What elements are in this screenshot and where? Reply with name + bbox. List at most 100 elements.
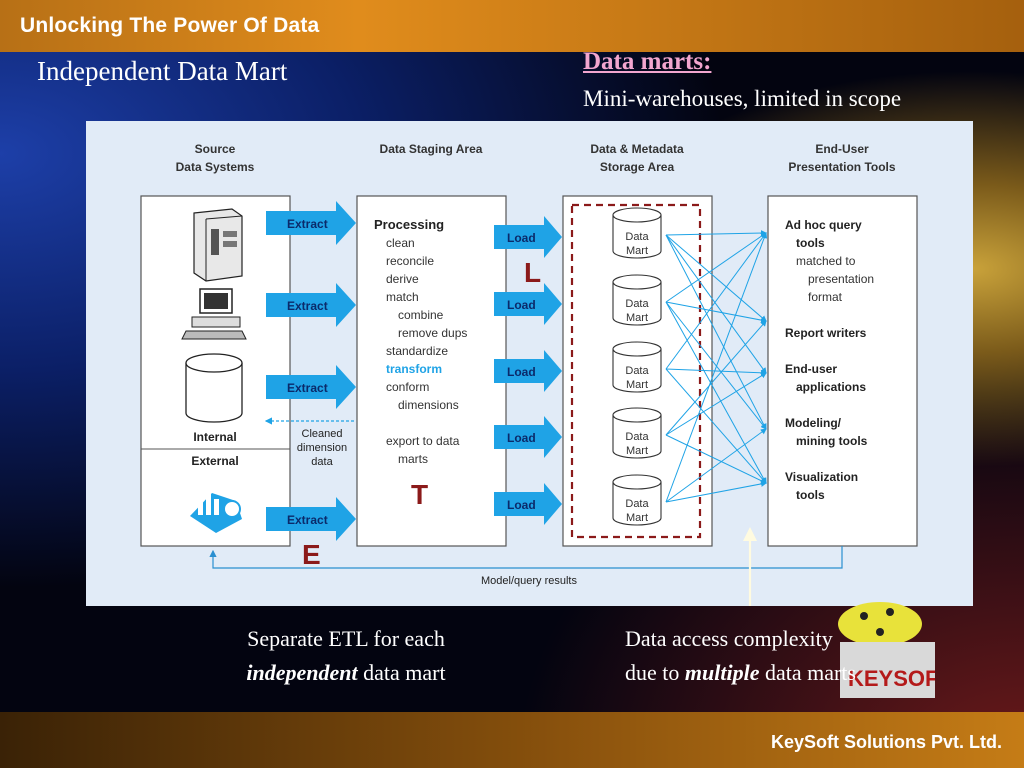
data-mart-2 <box>612 274 662 326</box>
etl-letter-e: E <box>302 539 321 570</box>
tool-modeling-1: Modeling/ <box>785 416 842 430</box>
header-bar: Unlocking The Power Of Data <box>0 0 1024 52</box>
proc-match: match <box>386 290 419 304</box>
col-tools-header-1: End-User <box>815 142 869 156</box>
caption-right: Data access complexity due to multiple d… <box>625 622 955 690</box>
load-arrow-2 <box>494 283 562 325</box>
desktop-computer-icon <box>181 288 247 340</box>
proc-standardize: standardize <box>386 344 448 358</box>
etl-letter-l: L <box>524 257 541 288</box>
mart-label-4b: Mart <box>626 445 648 457</box>
load-label-1: Load <box>507 231 536 245</box>
model-query-feedback-line <box>209 546 843 569</box>
load-arrow-5 <box>494 483 562 525</box>
caption-left: Separate ETL for each independent data m… <box>206 622 486 690</box>
caption-left-line2: independent data mart <box>206 656 486 690</box>
staging-area-box <box>356 195 507 547</box>
data-mart-1 <box>612 207 662 259</box>
proc-clean: clean <box>386 236 415 250</box>
mart-label-3b: Mart <box>626 379 648 391</box>
extract-arrow-4 <box>266 497 356 541</box>
data-marts-highlight <box>570 203 702 539</box>
tool-adhoc-3: matched to <box>796 254 856 268</box>
load-label-5: Load <box>507 498 536 512</box>
extract-label-1: Extract <box>287 217 328 231</box>
caption-left-emphasis: independent <box>246 660 358 685</box>
caption-left-rest: data mart <box>363 660 446 685</box>
load-label-4: Load <box>507 431 536 445</box>
slide-title: Independent Data Mart <box>37 56 288 86</box>
proc-remove-dups: remove dups <box>398 326 467 340</box>
data-mart-5 <box>612 474 662 526</box>
mart-label-5a: Data <box>625 498 649 510</box>
etl-letter-t: T <box>411 479 428 510</box>
processing-title: Processing <box>374 217 444 232</box>
extract-arrow-2 <box>266 283 356 327</box>
mart-label-5b: Mart <box>626 512 648 524</box>
proc-marts: marts <box>398 452 428 466</box>
load-label-2: Load <box>507 298 536 312</box>
footer-company: KeySoft Solutions Pvt. Ltd. <box>770 732 1002 752</box>
cleaned-label-2: dimension <box>297 442 347 454</box>
col-storage-header-2: Storage Area <box>600 160 675 174</box>
col-staging-header: Data Staging Area <box>380 142 483 156</box>
external-data-chart-icon <box>190 489 242 533</box>
extract-label-3: Extract <box>287 381 328 395</box>
cleaned-label-3: data <box>311 456 333 468</box>
load-arrow-3 <box>494 350 562 392</box>
caption-right-line2: due to multiple data marts <box>625 656 955 690</box>
tool-viz-2: tools <box>796 488 825 502</box>
load-arrow-1 <box>494 216 562 258</box>
col-source-header-1: Source <box>195 142 236 156</box>
data-mart-4 <box>612 407 662 459</box>
proc-derive: derive <box>386 272 419 286</box>
col-storage-header-1: Data & Metadata <box>590 142 684 156</box>
caption-right-pre: due to <box>625 660 680 685</box>
extract-arrow-3 <box>266 365 356 409</box>
mart-label-1b: Mart <box>626 245 648 257</box>
caption-right-emphasis: multiple <box>684 660 760 685</box>
tool-report-writers: Report writers <box>785 326 867 340</box>
caption-left-line1: Separate ETL for each <box>247 626 445 651</box>
mart-label-2a: Data <box>625 298 649 310</box>
etl-diagram: Source Data Systems Data Staging Area Da… <box>86 121 973 611</box>
proc-reconcile: reconcile <box>386 254 434 268</box>
data-mart-3 <box>612 341 662 393</box>
data-marts-heading: Data marts: <box>583 48 712 75</box>
tool-modeling-2: mining tools <box>796 434 868 448</box>
caption-right-line1: Data access complexity <box>625 626 833 651</box>
external-label: External <box>191 454 238 468</box>
data-marts-subtitle: Mini-warehouses, limited in scope <box>583 86 902 111</box>
tool-adhoc-4: presentation <box>808 272 874 286</box>
tool-adhoc-1: Ad hoc query <box>785 218 862 232</box>
mart-label-4a: Data <box>625 431 649 443</box>
logo-text: KEYSOFT <box>848 666 935 691</box>
server-icon <box>193 208 243 282</box>
tool-viz-1: Visualization <box>785 470 858 484</box>
mart-label-3a: Data <box>625 365 649 377</box>
presentation-tools-box <box>767 195 918 547</box>
col-tools-header-2: Presentation Tools <box>788 160 895 174</box>
tool-enduser-2: applications <box>796 380 866 394</box>
header-title: Unlocking The Power Of Data <box>20 14 320 37</box>
tool-enduser-1: End-user <box>785 362 837 376</box>
database-cylinder-icon <box>185 353 243 423</box>
load-label-3: Load <box>507 365 536 379</box>
proc-conform: conform <box>386 380 429 394</box>
extract-arrow-1 <box>266 201 356 245</box>
proc-dimensions: dimensions <box>398 398 459 412</box>
model-query-results-label: Model/query results <box>481 575 577 587</box>
extract-label-4: Extract <box>287 513 328 527</box>
col-source-header-2: Data Systems <box>176 160 255 174</box>
mart-to-tools-connections <box>665 230 768 503</box>
tool-adhoc-5: format <box>808 290 843 304</box>
proc-combine: combine <box>398 308 444 322</box>
internal-label: Internal <box>193 430 236 444</box>
tool-adhoc-2: tools <box>796 236 825 250</box>
cleaned-label-1: Cleaned <box>302 428 343 440</box>
mart-label-2b: Mart <box>626 312 648 324</box>
footer-bar <box>0 712 1024 768</box>
load-arrow-4 <box>494 416 562 458</box>
keysoft-logo: KEYSOFT <box>838 602 935 698</box>
proc-transform: transform <box>386 362 442 376</box>
